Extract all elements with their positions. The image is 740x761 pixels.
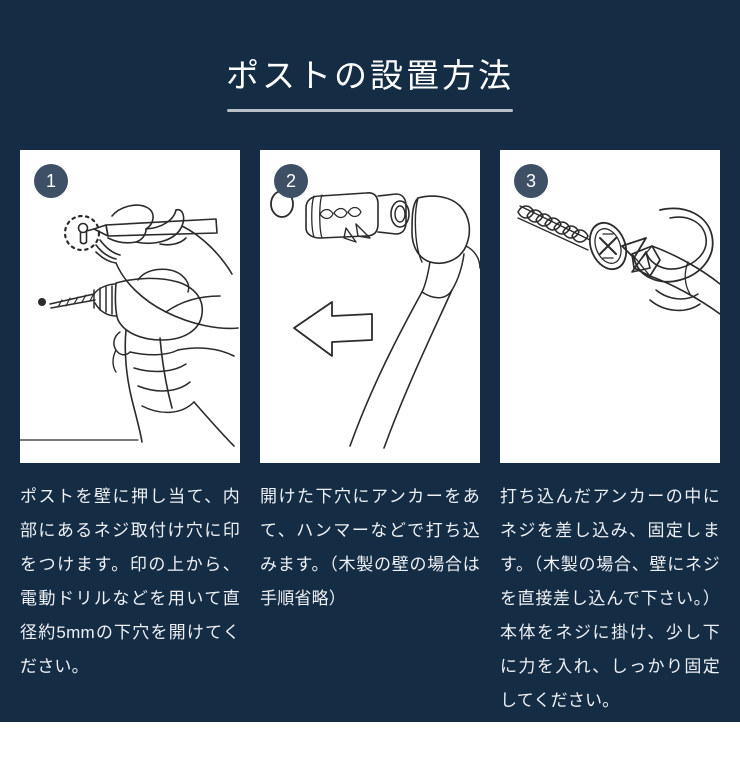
- step-3-caption: 打ち込んだアンカーの中にネジを差し込み、固定します。（木製の場合、壁にネジを直接…: [500, 487, 720, 710]
- anchor-plug-with-hammer-and-arrow-icon: [260, 150, 480, 463]
- steps-row: 1: [20, 150, 720, 718]
- instruction-panel: ポストの設置方法 1: [0, 0, 740, 722]
- step-2-caption: 開けた下穴にアンカーをあて、ハンマーなどで打ち込みます。（木製の壁の場合は手順省…: [260, 487, 480, 608]
- step-2-number-badge: 2: [274, 164, 308, 198]
- step-3-number-badge: 3: [514, 164, 548, 198]
- step-2: 2: [260, 150, 480, 718]
- title-underline: [227, 109, 513, 112]
- page-title: ポストの設置方法: [226, 57, 514, 94]
- step-1-number-badge: 1: [34, 164, 68, 198]
- step-2-figure-card: 2: [260, 150, 480, 463]
- step-1: 1: [20, 150, 240, 718]
- step-3-figure-card: 3: [500, 150, 720, 463]
- step-1-figure-card: 1: [20, 150, 240, 463]
- bottom-white-strip: [0, 722, 740, 761]
- screw-with-phillips-screwdriver-icon: [500, 150, 720, 463]
- heading-block: ポストの設置方法: [0, 56, 740, 112]
- step-3: 3: [500, 150, 720, 718]
- step-1-caption: ポストを壁に押し当て、内部にあるネジ取付け穴に印をつけます。印の上から、電動ドリ…: [20, 487, 240, 676]
- hand-marking-and-electric-drill-icon: [20, 150, 240, 463]
